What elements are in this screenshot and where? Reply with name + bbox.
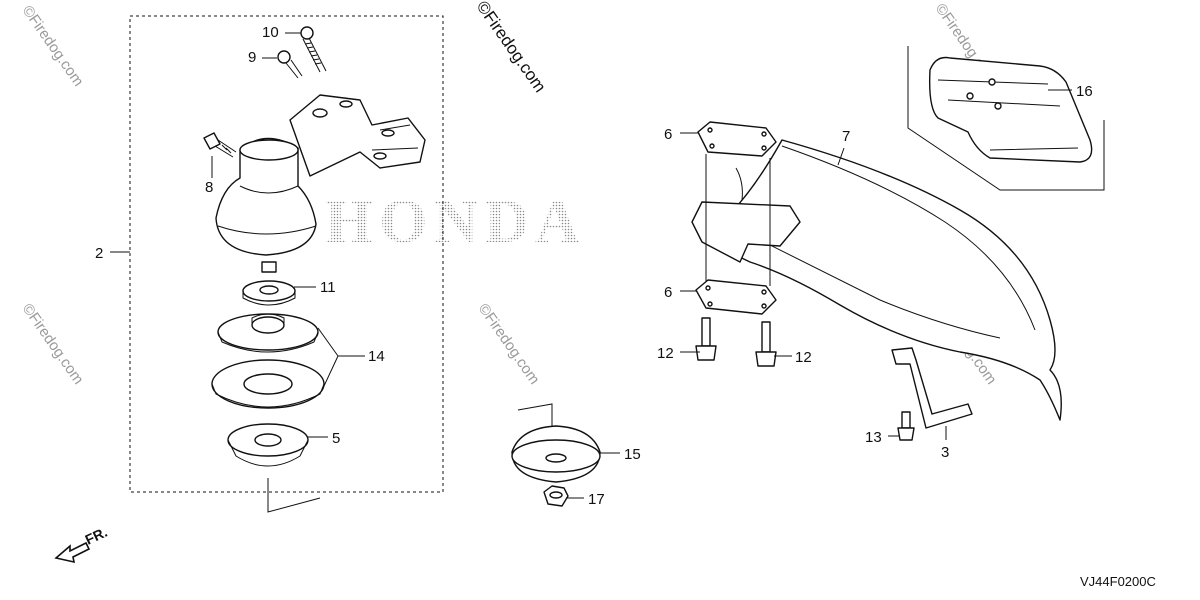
plate-6-lower: [695, 279, 777, 315]
callout-14: 14: [368, 348, 385, 365]
bolt-12-left: [695, 317, 717, 361]
watermark-3: ©Firedog.com: [19, 301, 87, 388]
callout-3: 3: [941, 444, 949, 461]
callout-6-upper: 6: [664, 126, 672, 143]
bracket-3: [891, 347, 973, 429]
callout-12-left: 12: [657, 345, 674, 362]
plate-6-upper: [697, 121, 777, 157]
watermark-4: ©Firedog.com: [475, 301, 543, 388]
bolt-8: [203, 132, 237, 158]
watermark-1: ©Firedog.com: [19, 3, 87, 90]
assembly-2-boundary: [129, 15, 444, 493]
callout-5: 5: [332, 430, 340, 447]
callout-7: 7: [842, 128, 850, 145]
callout-17: 17: [588, 491, 605, 508]
callout-6-lower: 6: [664, 284, 672, 301]
holder-set-14: [211, 313, 325, 409]
washer-11: [242, 280, 296, 306]
gear-case: [215, 94, 426, 273]
bolt-9: [277, 50, 303, 79]
nut-17: [543, 485, 569, 507]
shield-7: [691, 139, 1062, 421]
callout-15: 15: [624, 446, 641, 463]
callout-16: 16: [1076, 83, 1093, 100]
cover-15: [511, 425, 601, 483]
front-direction-indicator: FR.: [54, 524, 110, 564]
front-arrow-icon: [54, 541, 91, 564]
callout-8: 8: [205, 179, 213, 196]
honda-brand-watermark: HONDA: [325, 188, 586, 256]
diagram-code: VJ44F0200C: [1080, 574, 1156, 589]
callout-11: 11: [320, 279, 336, 296]
holder-5: [227, 423, 309, 467]
callout-9: 9: [248, 49, 256, 66]
front-label: FR.: [83, 524, 110, 548]
bolt-10: [300, 26, 327, 73]
guard-16: [928, 56, 1093, 163]
screw-13: [897, 411, 915, 441]
callout-12-right: 12: [795, 349, 812, 366]
watermark-main: ©Firedog.com: [473, 0, 550, 96]
inset-boundary: [907, 46, 1105, 191]
bolt-12-right: [755, 321, 777, 367]
callout-2: 2: [95, 245, 103, 262]
callout-10: 10: [262, 24, 279, 41]
callout-labels: 2 10 9 8 11 14 5 15 17 6 6 12 12 7 16 13…: [95, 24, 1093, 508]
callout-13: 13: [865, 429, 882, 446]
